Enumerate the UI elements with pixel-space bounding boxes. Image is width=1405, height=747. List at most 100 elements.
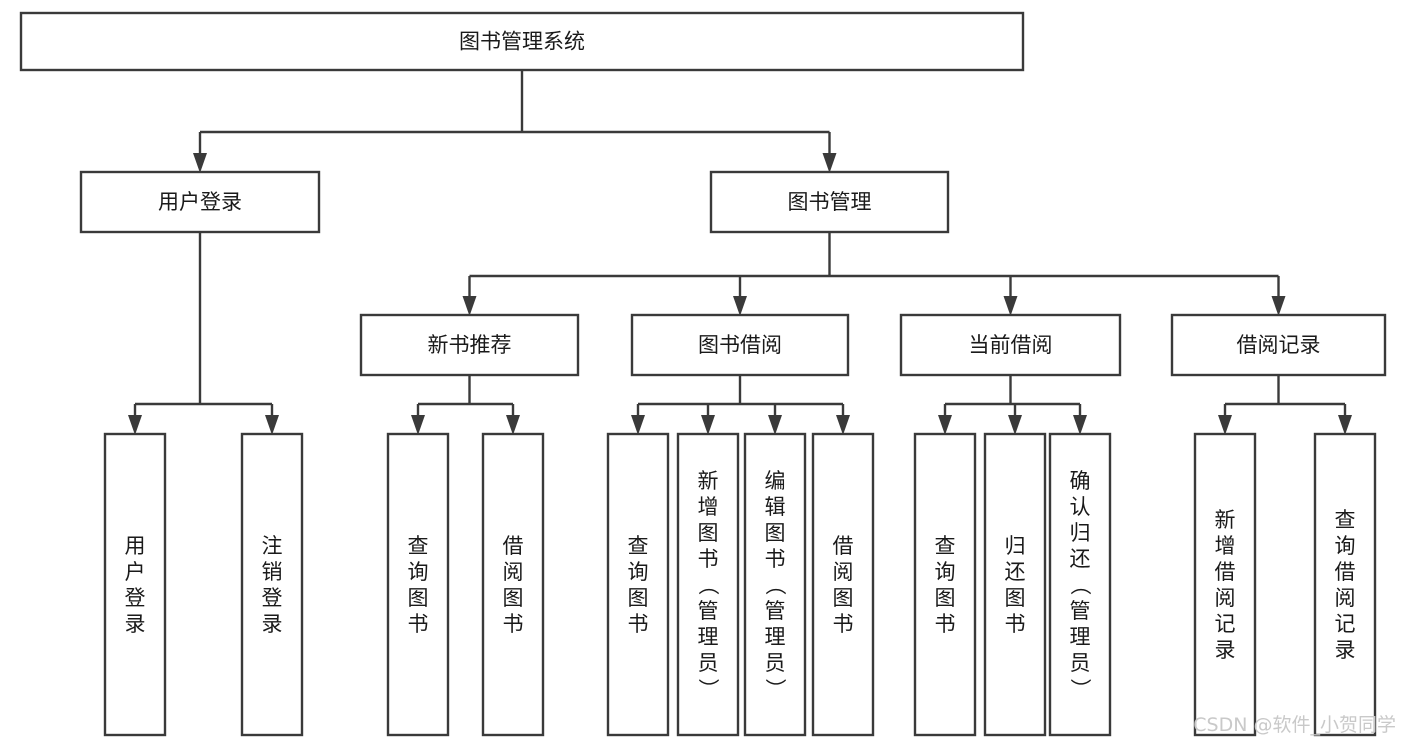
node-label-char: 员	[698, 651, 719, 675]
node-label-char: 销	[262, 560, 283, 584]
arrow-head-icon	[128, 415, 142, 435]
arrow-head-icon	[1003, 296, 1018, 316]
node-box-leaf-borrow-book-2[interactable]	[811, 432, 875, 737]
node-label-char: 图	[408, 586, 429, 610]
node-label-char: 还	[1005, 560, 1026, 584]
node-label-char: 还	[1070, 547, 1091, 571]
node-label-char: 辑	[765, 495, 786, 519]
node-box-leaf-add-record[interactable]	[1193, 432, 1257, 737]
node-label-char: 阅	[833, 560, 854, 584]
node-label-char: 管	[1070, 599, 1091, 623]
node-root[interactable]: 图书管理系统	[19, 11, 1025, 72]
node-current-borrow[interactable]: 当前借阅	[899, 313, 1122, 377]
node-user-login[interactable]: 用户登录	[79, 170, 321, 234]
arrow-head-icon	[1338, 415, 1352, 435]
arrow-head-icon	[768, 415, 782, 435]
connector-group-current-borrow	[938, 375, 1087, 435]
node-box-new-book-recommend[interactable]	[359, 313, 580, 377]
node-label-char: 查	[628, 534, 649, 558]
node-box-leaf-query-book-2[interactable]	[606, 432, 670, 737]
node-label-char: （	[1068, 574, 1092, 595]
node-label-char: 书	[408, 612, 429, 636]
node-box-root[interactable]	[19, 11, 1025, 72]
node-borrow-record[interactable]: 借阅记录	[1170, 313, 1387, 377]
node-label-book-borrow: 图书借阅	[698, 333, 782, 357]
node-label-char: 录	[125, 612, 146, 636]
node-label-char: 员	[765, 651, 786, 675]
arrow-head-icon	[1073, 415, 1087, 435]
node-label-char: 借	[1215, 560, 1236, 584]
node-box-leaf-borrow-book-1[interactable]	[481, 432, 545, 737]
node-box-leaf-query-book-1[interactable]	[386, 432, 450, 737]
node-box-leaf-return-book[interactable]	[983, 432, 1047, 737]
node-label-root: 图书管理系统	[459, 30, 585, 54]
arrow-head-icon	[1218, 415, 1232, 435]
node-box-leaf-confirm-return[interactable]	[1048, 432, 1112, 737]
node-label-char: （	[763, 574, 787, 595]
node-box-leaf-logout[interactable]	[240, 432, 304, 737]
node-label-borrow-record: 借阅记录	[1237, 333, 1321, 357]
node-label-char: 登	[262, 586, 283, 610]
node-label-char: 录	[1335, 638, 1356, 662]
node-label-user-login: 用户登录	[158, 190, 242, 214]
node-label-char: 注	[262, 534, 283, 558]
node-box-leaf-query-record[interactable]	[1313, 432, 1377, 737]
csdn-watermark: CSDN @软件_小贺同学	[1193, 714, 1396, 736]
node-label-char: 查	[408, 534, 429, 558]
node-box-leaf-add-book[interactable]	[676, 432, 740, 737]
node-label-char: 用	[125, 534, 146, 558]
node-box-current-borrow[interactable]	[899, 313, 1122, 377]
node-label-char: 图	[1005, 586, 1026, 610]
node-label-char: 阅	[1335, 586, 1356, 610]
node-label-char: 确	[1070, 469, 1091, 493]
node-new-book-recommend[interactable]: 新书推荐	[359, 313, 580, 377]
node-label-char: 查	[935, 534, 956, 558]
arrow-head-icon	[193, 153, 207, 173]
node-box-leaf-user-login[interactable]	[103, 432, 167, 737]
node-book-management[interactable]: 图书管理	[709, 170, 950, 234]
arrow-head-icon	[836, 415, 850, 435]
node-box-leaf-query-book-3[interactable]	[913, 432, 977, 737]
node-book-borrow[interactable]: 图书借阅	[630, 313, 850, 377]
node-label-char: 认	[1070, 495, 1091, 519]
node-label-char: 管	[698, 599, 719, 623]
connector-group-new-book-recommend	[411, 375, 520, 435]
node-label-char: ）	[763, 678, 787, 699]
node-label-char: （	[696, 574, 720, 595]
node-box-borrow-record[interactable]	[1170, 313, 1387, 377]
node-label-char: 图	[628, 586, 649, 610]
node-label-char: 记	[1215, 612, 1236, 636]
node-label-char: 询	[628, 560, 649, 584]
node-label-char: 理	[698, 625, 719, 649]
node-label-char: 借	[1335, 560, 1356, 584]
node-box-book-management[interactable]	[709, 170, 950, 234]
node-label-char: 询	[408, 560, 429, 584]
arrow-head-icon	[411, 415, 425, 435]
node-box-leaf-edit-book[interactable]	[743, 432, 807, 737]
node-box-user-login[interactable]	[79, 170, 321, 234]
node-label-char: 书	[698, 547, 719, 571]
node-label-char: 录	[262, 612, 283, 636]
node-label-char: 图	[503, 586, 524, 610]
node-box-book-borrow[interactable]	[630, 313, 850, 377]
node-label-char: 归	[1005, 534, 1026, 558]
node-leaf-user-login[interactable]: 用户登录	[103, 432, 167, 737]
node-label-char: 增	[698, 495, 719, 519]
node-label-char: 员	[1070, 651, 1091, 675]
node-label-book-management: 图书管理	[788, 190, 872, 214]
arrow-head-icon	[938, 415, 952, 435]
node-label-char: 管	[765, 599, 786, 623]
